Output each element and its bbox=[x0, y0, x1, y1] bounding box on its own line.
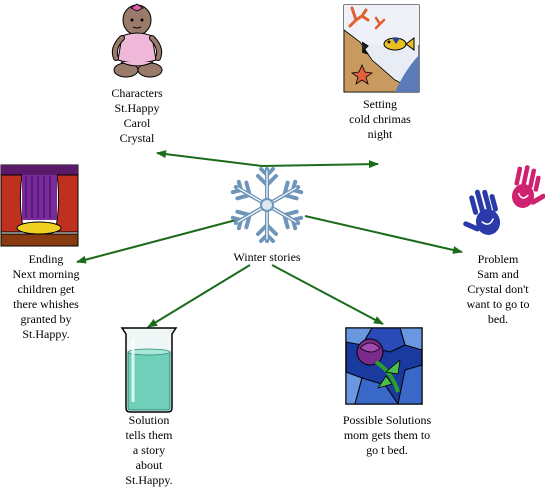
ending-line: St.Happy. bbox=[22, 327, 70, 341]
setting-line: night bbox=[367, 127, 393, 141]
solution-line: a story bbox=[132, 443, 166, 457]
characters-node: Characters St.Happy Carol Crystal bbox=[92, 86, 182, 146]
solution-line: St.Happy. bbox=[125, 473, 173, 487]
setting-heading: Setting bbox=[362, 97, 397, 111]
possible-solutions-line: go t bed. bbox=[366, 443, 408, 457]
ending-line: granted by bbox=[20, 312, 72, 326]
problem-line: want to go to bbox=[466, 297, 530, 311]
ending-line: children get bbox=[17, 282, 75, 296]
arrow-to-setting bbox=[261, 160, 379, 169]
arrow-to-problem bbox=[304, 215, 463, 254]
connectors bbox=[76, 150, 463, 328]
possible-solutions-node: Possible Solutions mom gets them to go t… bbox=[322, 413, 452, 458]
theater-stage-icon bbox=[0, 164, 79, 247]
center-topic: Winter stories bbox=[212, 250, 322, 265]
characters-line: Carol bbox=[123, 116, 151, 130]
beaker-icon bbox=[120, 327, 178, 413]
problem-heading: Problem bbox=[477, 252, 519, 266]
setting-node: Setting cold chrimas night bbox=[330, 97, 430, 142]
stained-glass-rose-icon bbox=[345, 327, 423, 405]
center-title: Winter stories bbox=[233, 250, 301, 264]
baby-doll-icon bbox=[111, 3, 163, 78]
solution-line: tells them bbox=[125, 428, 173, 442]
solution-heading: Solution bbox=[128, 413, 170, 427]
arrow-to-possible-solutions bbox=[271, 264, 384, 325]
ending-heading: Ending bbox=[28, 252, 64, 266]
snowflake-icon bbox=[229, 167, 305, 243]
setting-line: cold chrimas bbox=[349, 112, 411, 126]
sea-life-icon bbox=[343, 4, 420, 93]
ending-line: there whishes bbox=[13, 297, 79, 311]
characters-line: Crystal bbox=[119, 131, 155, 145]
problem-line: Sam and bbox=[477, 267, 519, 281]
handprints-icon bbox=[463, 165, 545, 235]
problem-node: Problem Sam and Crystal don't want to go… bbox=[452, 252, 544, 327]
characters-heading: Characters bbox=[111, 86, 163, 100]
ending-line: Next morning bbox=[12, 267, 80, 281]
solution-line: about bbox=[135, 458, 163, 472]
problem-line: Crystal don't bbox=[467, 282, 529, 296]
ending-node: Ending Next morning children get there w… bbox=[0, 252, 92, 342]
arrow-to-ending bbox=[76, 219, 237, 264]
possible-solutions-line: mom gets them to bbox=[343, 428, 431, 442]
arrow-to-characters bbox=[156, 150, 263, 167]
solution-node: Solution tells them a story about St.Hap… bbox=[104, 413, 194, 488]
arrow-to-solution bbox=[147, 264, 251, 328]
possible-solutions-heading: Possible Solutions bbox=[342, 413, 432, 427]
problem-line: bed. bbox=[487, 312, 509, 326]
characters-line: St.Happy bbox=[114, 101, 160, 115]
